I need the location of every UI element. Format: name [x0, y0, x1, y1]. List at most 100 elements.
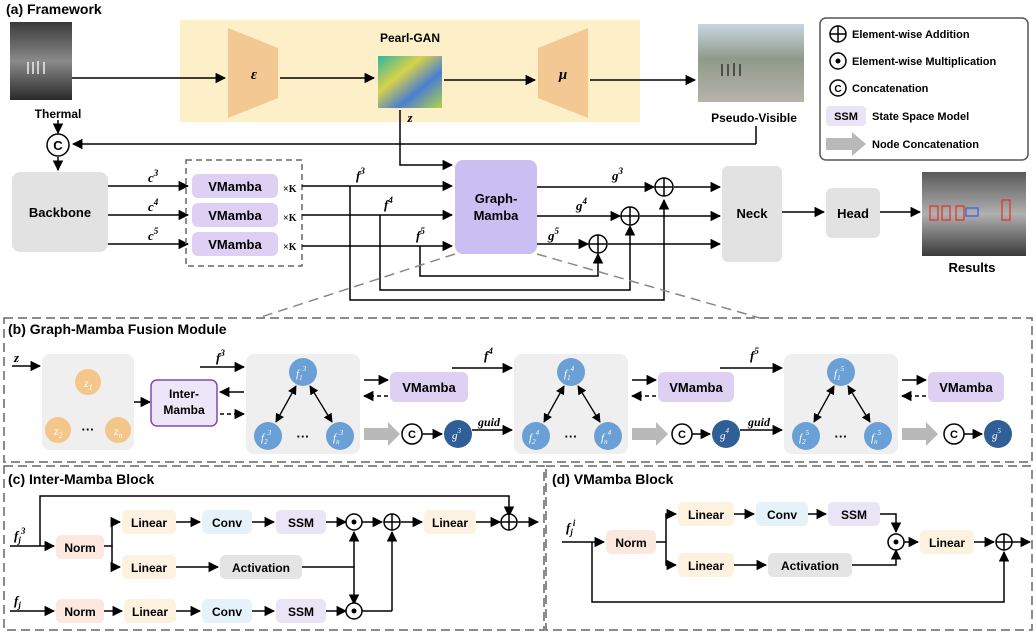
inter-conv-box-2: [202, 599, 252, 623]
g4-node2-label: f24: [529, 429, 540, 446]
vm-conv-label: Conv: [767, 508, 797, 522]
encoder-trapezoid: [228, 28, 278, 118]
f5-label-b: f5: [750, 346, 759, 363]
f3-label-b: f3: [216, 348, 225, 365]
times-k-1: ×K: [283, 184, 297, 195]
f5-label-a: f5: [416, 226, 425, 243]
legend-ssm-label: State Space Model: [872, 111, 969, 123]
vm-linear-box-1: [678, 502, 734, 526]
vmamba-box-1: [192, 174, 278, 198]
g4-out-node: [712, 420, 740, 448]
inter-linear-label-2: Linear: [131, 561, 167, 575]
pseudo-visible-pedestrians: [721, 63, 741, 76]
legend-add-label: Element-wise Addition: [852, 29, 970, 41]
section-d-title: (d) VMamba Block: [552, 471, 674, 487]
inter-mul-circle-1: [345, 513, 363, 531]
legend-concat-icon: [829, 79, 847, 97]
results-image: [922, 172, 1026, 256]
inter-ssm-label-1: SSM: [288, 516, 314, 530]
decoder-trapezoid: [538, 28, 588, 118]
vm-norm-box: [606, 530, 656, 554]
z-label: z: [406, 110, 413, 125]
results-label: Results: [949, 260, 996, 275]
pearl-gan-label: Pearl-GAN: [380, 31, 440, 45]
inter-linear-box-2: [122, 555, 176, 579]
legend-concat-label: Concatenation: [852, 83, 929, 95]
legend-node-concat-arrow: [826, 132, 866, 156]
concat-b4-label: C: [678, 429, 686, 441]
z-dots: ···: [82, 422, 95, 437]
add-circles-a: [588, 177, 674, 254]
framework-top-arrows: [52, 72, 757, 172]
zn-label: zn: [113, 424, 123, 440]
results-detections: [929, 199, 1011, 221]
vm-add-circle: [995, 533, 1013, 551]
vmamba-box-b4: [658, 372, 734, 402]
vmamba-box-b5: [928, 372, 1004, 402]
head-label: Head: [837, 206, 869, 221]
legend-mul-icon: [829, 52, 847, 70]
concat-b5-label: C: [950, 429, 958, 441]
legend-add-icon: [829, 25, 847, 43]
graph-group-3: [246, 354, 360, 454]
vmamba-block-arrows: [562, 508, 1032, 603]
inter-ssm-box-2: [276, 599, 326, 623]
node-concat-arrow-4: [632, 422, 668, 446]
graph-mamba-box: [455, 160, 537, 254]
times-k-2: ×K: [283, 213, 297, 224]
g3-dots: ···: [297, 429, 310, 444]
section-d-frame: [545, 465, 1033, 631]
guid-label-2: guid: [747, 415, 771, 429]
legend-box: [819, 17, 1029, 161]
inter-linear-label-1: Linear: [131, 516, 167, 530]
zoom-lines: [257, 253, 761, 319]
pseudo-visible-image: [698, 24, 804, 102]
vm-activation-label: Activation: [781, 559, 839, 573]
guid-label-1: guid: [477, 415, 501, 429]
concat-circle-a: [46, 133, 70, 157]
g4-out-label: g4: [720, 427, 730, 442]
f3-label-a: f3: [356, 166, 365, 183]
g4-noden-label: fn4: [601, 429, 612, 446]
inter-add-circle-out: [500, 513, 518, 531]
backbone-box: [12, 172, 108, 252]
group3-vmamba-arrows: [362, 362, 514, 436]
g4-dots: ···: [565, 429, 578, 444]
inter-activation-box: [220, 555, 302, 579]
g5-node1-label: f15: [834, 365, 845, 382]
g3-label: g3: [611, 166, 624, 183]
concat-b3-label: C: [408, 429, 416, 441]
group5-vmamba-arrows: [900, 374, 928, 402]
vmamba-group: [185, 159, 303, 267]
inter-linear-box-out: [424, 510, 476, 534]
inter-norm-label-1: Norm: [64, 541, 95, 555]
g5-noden-label: fn5: [871, 429, 882, 446]
g3-node1-label: f13: [296, 365, 307, 382]
inter-add-circle-1: [383, 513, 401, 531]
inter-ssm-box-1: [276, 510, 326, 534]
vm-conv-box: [756, 502, 808, 526]
neck-box: [722, 166, 782, 262]
legend-ssm-box-label: SSM: [834, 111, 858, 123]
vmamba-b3-label: VMamba: [402, 380, 456, 395]
group4-vmamba-arrows: [630, 362, 784, 436]
pearl-gan-image: [378, 56, 442, 108]
inter-mamba-box: [150, 379, 218, 427]
inter-norm-box-2: [56, 599, 104, 623]
graph-group-5: [784, 354, 898, 454]
inter-linear-label-3: Linear: [132, 605, 168, 619]
g3-out-label: g3: [452, 427, 462, 442]
legend-node-concat-label: Node Concatenation: [872, 139, 979, 151]
z2-node: [45, 417, 71, 443]
z-input-label: z: [13, 350, 20, 365]
inter-linear-box-3: [124, 599, 176, 623]
decoder-label: μ: [558, 67, 567, 83]
g5-out-node: [984, 420, 1012, 448]
fji-label: fji: [566, 518, 576, 537]
backbone-label: Backbone: [29, 205, 91, 220]
vm-activation-box: [768, 553, 852, 577]
z1-node: [75, 369, 101, 395]
graph-mamba-label: Graph-Mamba: [474, 191, 520, 223]
inter-ssm-label-2: SSM: [288, 605, 314, 619]
thermal-label: Thermal: [35, 107, 82, 121]
